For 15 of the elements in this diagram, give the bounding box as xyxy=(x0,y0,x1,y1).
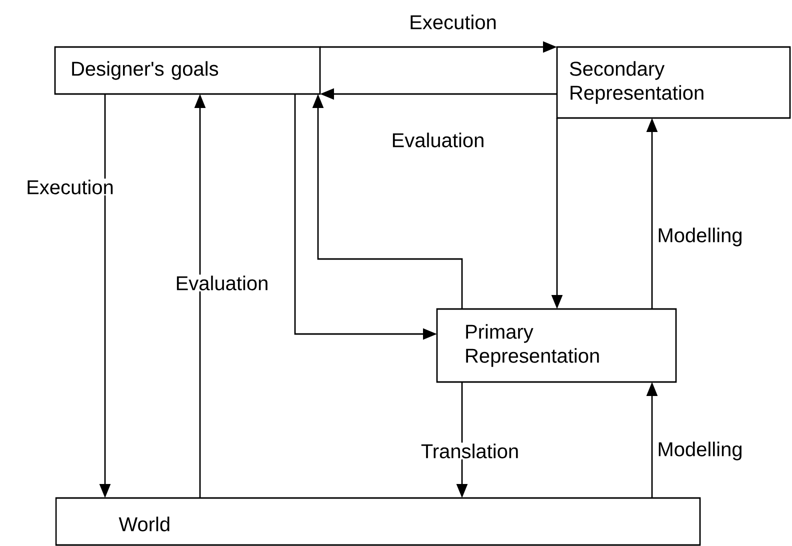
edge-label: Translation xyxy=(420,442,520,460)
goal-box xyxy=(54,46,321,95)
representation-box xyxy=(436,308,677,383)
node-text: Designer's goals xyxy=(72,61,218,80)
node-text: Primary Representation xyxy=(466,324,599,367)
node-text: Secondary Representation xyxy=(570,61,704,104)
edge-label: Evaluation xyxy=(174,274,270,292)
edge-label: Evaluation xyxy=(390,132,486,148)
edge-label: Execution xyxy=(408,14,498,30)
representation-box xyxy=(556,46,791,119)
edge-label: Modelling xyxy=(656,226,744,248)
world-box xyxy=(55,497,701,546)
node-text: World xyxy=(118,516,170,532)
edge-label: Execution xyxy=(25,178,115,196)
edge-label: Modelling xyxy=(656,440,744,462)
